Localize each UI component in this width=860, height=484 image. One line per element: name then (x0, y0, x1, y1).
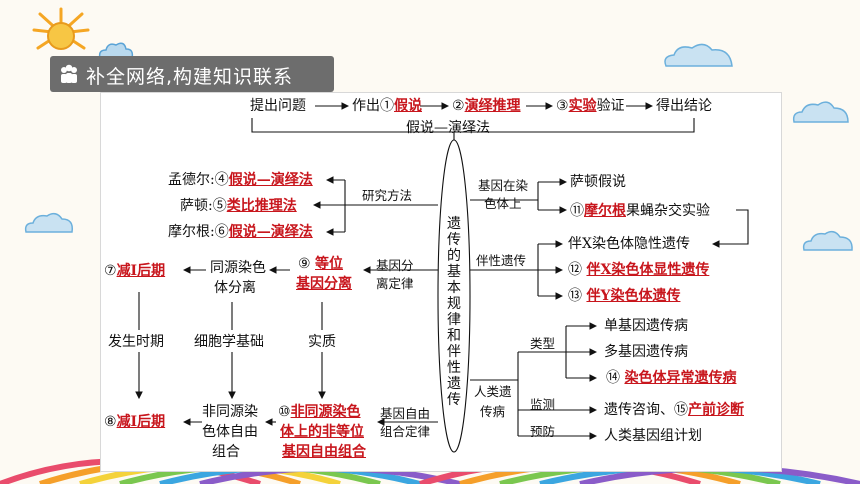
assortment-essence-1: ⑩非同源染色 (278, 404, 361, 420)
methods-label: 研究方法 (362, 188, 413, 203)
chromosome-disease: ⑭ 染色体异常遗传病 (606, 370, 737, 386)
segregation-basis-1: 同源染色 (210, 260, 266, 276)
answer-assortment-3: 基因自由组合 (282, 444, 366, 460)
center-title-char: 本 (447, 280, 461, 296)
center-title-char: 遗 (447, 376, 461, 392)
segregation-label-2: 离定律 (376, 276, 414, 291)
assortment-basis-3: 组合 (212, 444, 240, 460)
gene-chromosome-label-1: 基因在染 (478, 178, 529, 193)
x-dominant: ⑫ 伴X染色体显性遗传 (568, 262, 710, 278)
segregation-time: ⑦减Ⅰ后期 (104, 263, 166, 279)
answer-allele: 等位 (315, 256, 344, 272)
method-morgan: 摩尔根:⑥假说—演绎法 (168, 224, 313, 240)
cloud-decoration-icon (792, 101, 849, 123)
answer-x-dominant: 伴X染色体显性遗传 (586, 262, 710, 278)
assortment-basis-2: 色体自由 (202, 424, 258, 440)
center-title-char: 基 (447, 264, 461, 280)
center-title-char: 性 (447, 360, 461, 376)
flow-step-hypothesis: 作出①假说 (352, 98, 422, 114)
sutton-hypothesis: 萨顿假说 (570, 174, 626, 190)
center-title-char: 传 (447, 392, 461, 408)
flow-summary: 假说—演绎法 (406, 120, 490, 136)
sex-linked-label: 伴性遗传 (476, 253, 527, 268)
prevent-label: 预防 (530, 424, 556, 439)
center-title-char: 和 (447, 328, 461, 344)
segregation-essence-2: 基因分离 (296, 276, 352, 292)
answer-mendel-method: 假说—演绎法 (228, 172, 313, 188)
monitor-label: 监测 (530, 397, 556, 412)
flow-step-experiment: ③实验验证 (556, 98, 625, 114)
human-label-1: 人类遗 (474, 384, 512, 399)
people-icon (61, 64, 77, 83)
answer-segregation-time: 减Ⅰ后期 (116, 263, 166, 279)
segregation-basis-2: 体分离 (214, 280, 256, 296)
assortment-essence-2: 体上的非等位 (280, 424, 364, 440)
answer-prenatal-diagnosis: 产前诊断 (688, 402, 744, 418)
y-linked: ⑬ 伴Y染色体遗传 (568, 288, 681, 304)
answer-gene-segregation: 基因分离 (296, 276, 352, 292)
prevent-item: 人类基因组计划 (604, 428, 702, 444)
morgan-experiment: ⑪摩尔根果蝇杂交实验 (570, 203, 710, 219)
center-title-char: 伴 (447, 344, 461, 360)
label-time: 发生时期 (108, 334, 164, 350)
single-gene-disease: 单基因遗传病 (604, 318, 688, 334)
center-title-char: 遗 (447, 216, 461, 232)
section-banner: 补全网络,构建知识联系 (50, 56, 334, 92)
center-title-char: 规 (447, 296, 461, 312)
answer-assortment-2: 体上的非等位 (280, 424, 364, 440)
assortment-basis-1: 非同源染 (202, 404, 258, 420)
sun-decoration-icon (32, 7, 90, 50)
answer-assortment-1: 非同源染色 (290, 404, 361, 420)
type-label: 类型 (530, 336, 556, 351)
flow-step-ask: 提出问题 (250, 98, 306, 114)
banner-title: 补全网络,构建知识联系 (86, 66, 294, 88)
label-essence: 实质 (308, 334, 336, 350)
assortment-time: ⑧减Ⅰ后期 (104, 414, 166, 430)
answer-deduction: 演绎推理 (464, 98, 521, 114)
answer-experiment: 实验 (568, 98, 597, 114)
center-title: 遗传的基本规律和伴性遗传 (446, 216, 462, 408)
method-sutton: 萨顿:⑤类比推理法 (180, 198, 297, 214)
segregation-essence: ⑨ 等位 (298, 256, 344, 272)
cloud-decoration-icon (24, 212, 74, 233)
center-title-char: 的 (447, 248, 461, 264)
monitor-item: 遗传咨询、⑮产前诊断 (604, 402, 744, 418)
assortment-label-2: 组合定律 (380, 424, 431, 439)
assortment-essence-3: 基因自由组合 (282, 444, 366, 460)
label-cell-basis: 细胞学基础 (194, 334, 264, 350)
gene-chromosome-label-2: 色体上 (484, 196, 522, 211)
x-recessive: 伴X染色体隐性遗传 (568, 236, 690, 252)
center-title-char: 传 (447, 232, 461, 248)
human-label-2: 传病 (480, 404, 506, 419)
flow-step-deduction: ②演绎推理 (452, 98, 521, 114)
center-title-char: 律 (447, 312, 461, 328)
answer-chromosome-disease: 染色体异常遗传病 (624, 370, 737, 386)
cloud-decoration-icon (664, 43, 733, 67)
answer-morgan: 摩尔根 (584, 203, 626, 219)
answer-y-linked: 伴Y染色体遗传 (586, 288, 681, 304)
segregation-label-1: 基因分 (376, 258, 414, 273)
method-mendel: 孟德尔:④假说—演绎法 (168, 172, 313, 188)
multi-gene-disease: 多基因遗传病 (604, 344, 688, 360)
answer-hypothesis: 假说 (394, 98, 422, 114)
answer-sutton-method: 类比推理法 (226, 198, 297, 214)
answer-morgan-method: 假说—演绎法 (228, 224, 313, 240)
assortment-label-1: 基因自由 (380, 406, 431, 421)
answer-assortment-time: 减Ⅰ后期 (116, 414, 166, 430)
cloud-decoration-icon (802, 230, 853, 251)
cloud-decoration-icon (98, 42, 134, 59)
flow-step-conclusion: 得出结论 (656, 98, 712, 114)
